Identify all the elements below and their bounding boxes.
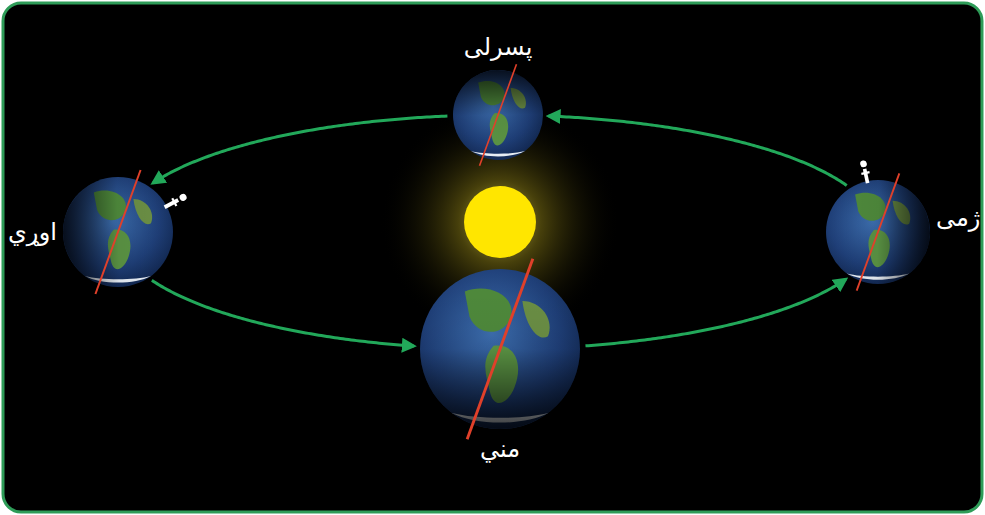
earth-axis [95,170,140,294]
season-label: ژمی [936,204,980,233]
orbit-arrow [585,279,845,346]
sun [464,186,536,258]
earth-globe [826,180,930,284]
earth-globe [63,177,173,287]
earth-axis [467,259,533,439]
orbit-arrow [152,280,414,346]
earth-node: پسرلی [453,70,543,160]
earth-axis [857,173,900,290]
earth-node: مني [420,269,580,429]
orbit-arrow [549,116,847,185]
observer-figure [859,160,872,184]
frame [3,3,982,512]
earth-node: اوړي [63,177,173,287]
earth-globe [453,70,543,160]
season-label: مني [480,435,520,464]
earth-node: ژمی [826,180,930,284]
observer-figure [163,192,189,211]
season-label: پسرلی [464,33,533,62]
season-label: اوړي [8,218,57,247]
earth-axis [480,64,517,165]
orbit-arrow [153,116,448,183]
earth-globe [420,269,580,429]
